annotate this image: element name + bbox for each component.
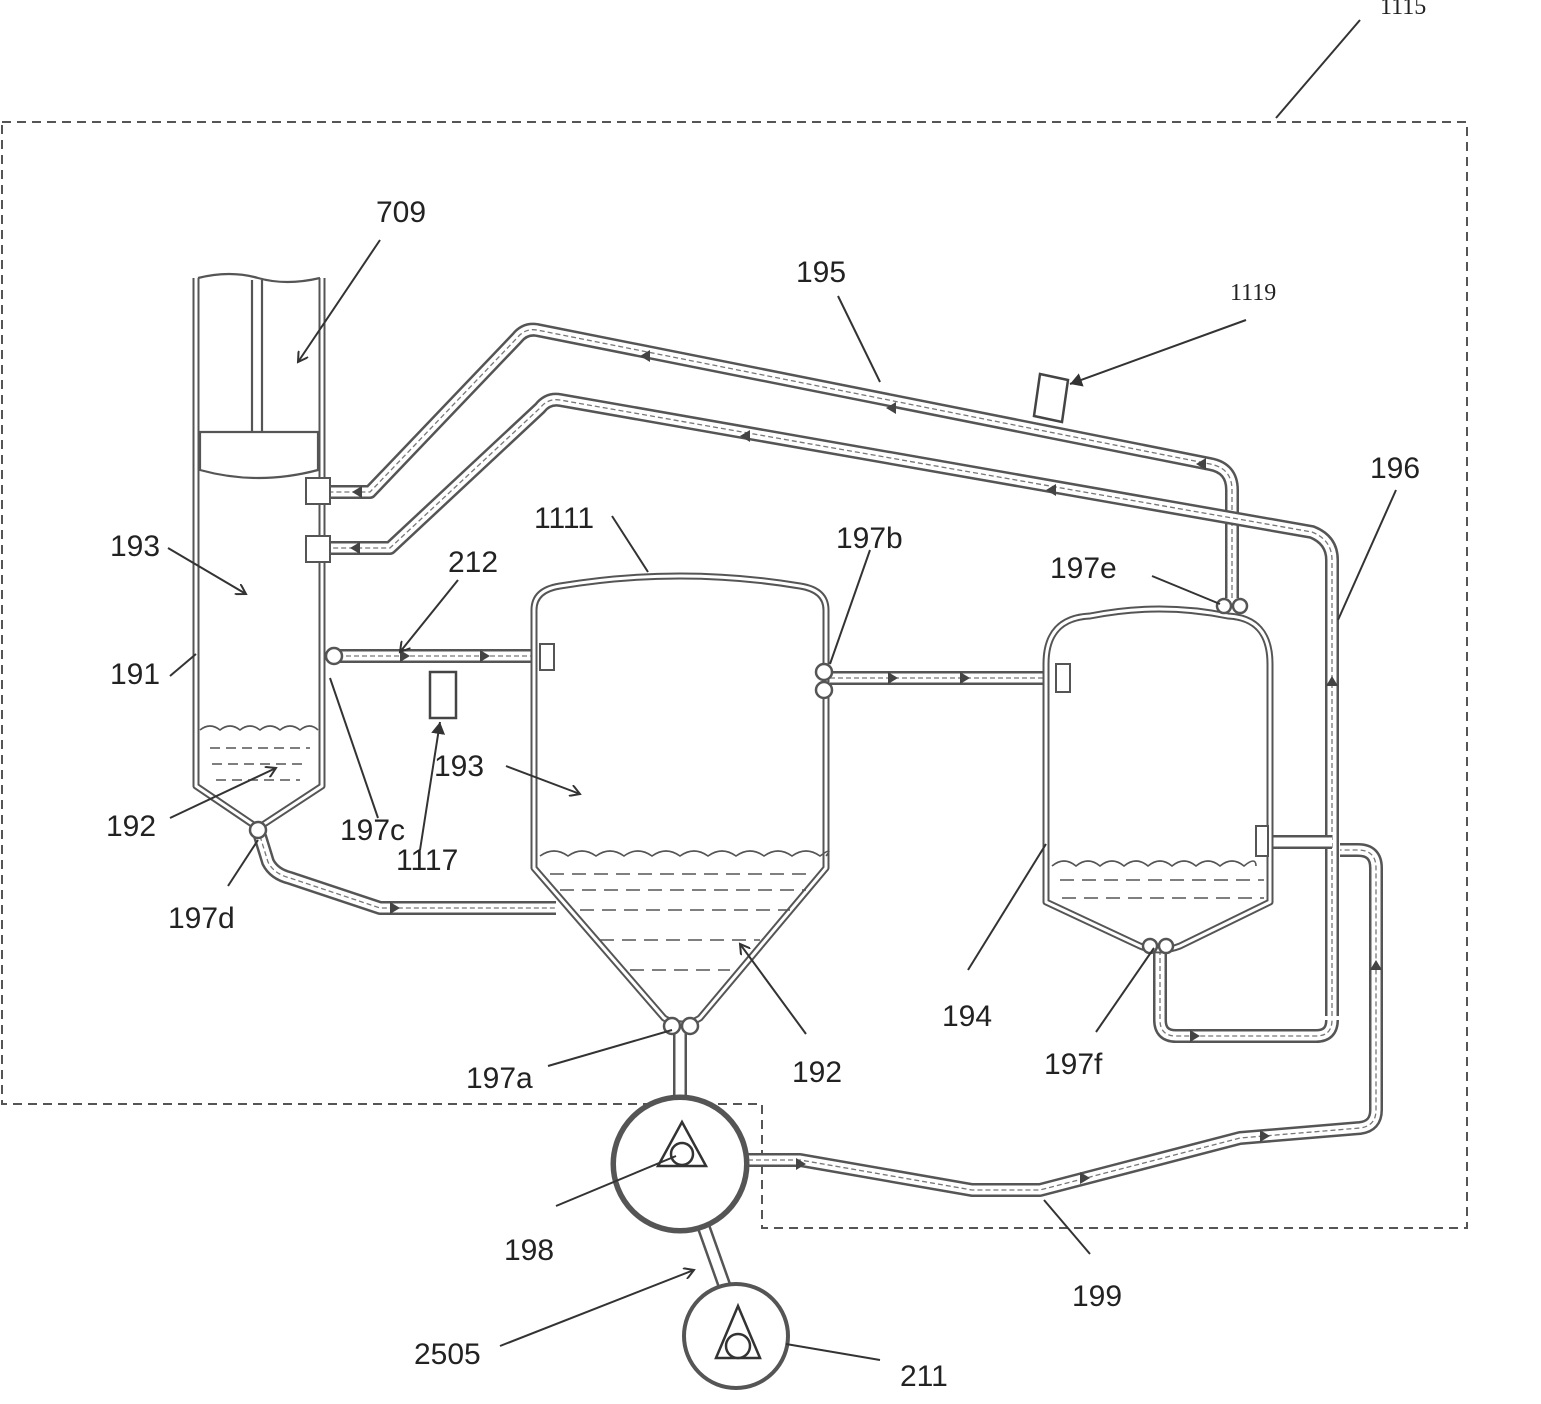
- valve-197b-bottom: [816, 682, 832, 698]
- label-1111: 1111: [534, 502, 594, 535]
- label-196: 196: [1370, 452, 1420, 485]
- fitting-1111-inlet: [540, 644, 554, 670]
- label-197b: 197b: [836, 522, 903, 555]
- valve-197e-right: [1233, 599, 1247, 613]
- fitting-191-upper: [306, 478, 330, 504]
- label-211: 211: [900, 1360, 948, 1393]
- label-194: 194: [942, 1000, 992, 1033]
- vessel-191: [196, 274, 322, 828]
- sensor-1117: [430, 672, 456, 718]
- label-191: 191: [110, 658, 160, 691]
- label-197a: 197a: [466, 1062, 533, 1095]
- sensor-1119: [1034, 374, 1068, 422]
- valve-197d: [250, 822, 266, 838]
- label-192-middle: 192: [792, 1056, 842, 1089]
- label-197c: 197c: [340, 814, 405, 847]
- label-197e: 197e: [1050, 552, 1117, 585]
- valve-197c: [326, 648, 342, 664]
- label-2505: 2505: [414, 1338, 481, 1371]
- pump-211: [684, 1284, 788, 1388]
- valve-197f-right: [1159, 939, 1173, 953]
- label-195: 195: [796, 256, 846, 289]
- label-193-left: 193: [110, 530, 160, 563]
- valve-197b-top: [816, 664, 832, 680]
- pipe-197f-loop: [1160, 950, 1332, 1036]
- label-192-left: 192: [106, 810, 156, 843]
- label-1119: 1119: [1230, 280, 1276, 306]
- label-1115: 1115: [1380, 0, 1426, 20]
- label-193-middle: 193: [434, 750, 484, 783]
- label-212: 212: [448, 546, 498, 579]
- vessel-1111: [534, 576, 829, 1024]
- label-198: 198: [504, 1234, 554, 1267]
- valve-197e-left: [1217, 599, 1231, 613]
- pump-198: [614, 1098, 746, 1230]
- label-199: 199: [1072, 1280, 1122, 1313]
- fitting-194-inlet: [1056, 664, 1070, 692]
- fitting-191-lower: [306, 536, 330, 562]
- label-197d: 197d: [168, 902, 235, 935]
- label-197f: 197f: [1044, 1048, 1103, 1081]
- label-1117: 1117: [396, 844, 458, 877]
- vessel-194: [1046, 609, 1270, 950]
- valve-197f-left: [1143, 939, 1157, 953]
- label-709: 709: [376, 196, 426, 229]
- valve-197a-right: [682, 1018, 698, 1034]
